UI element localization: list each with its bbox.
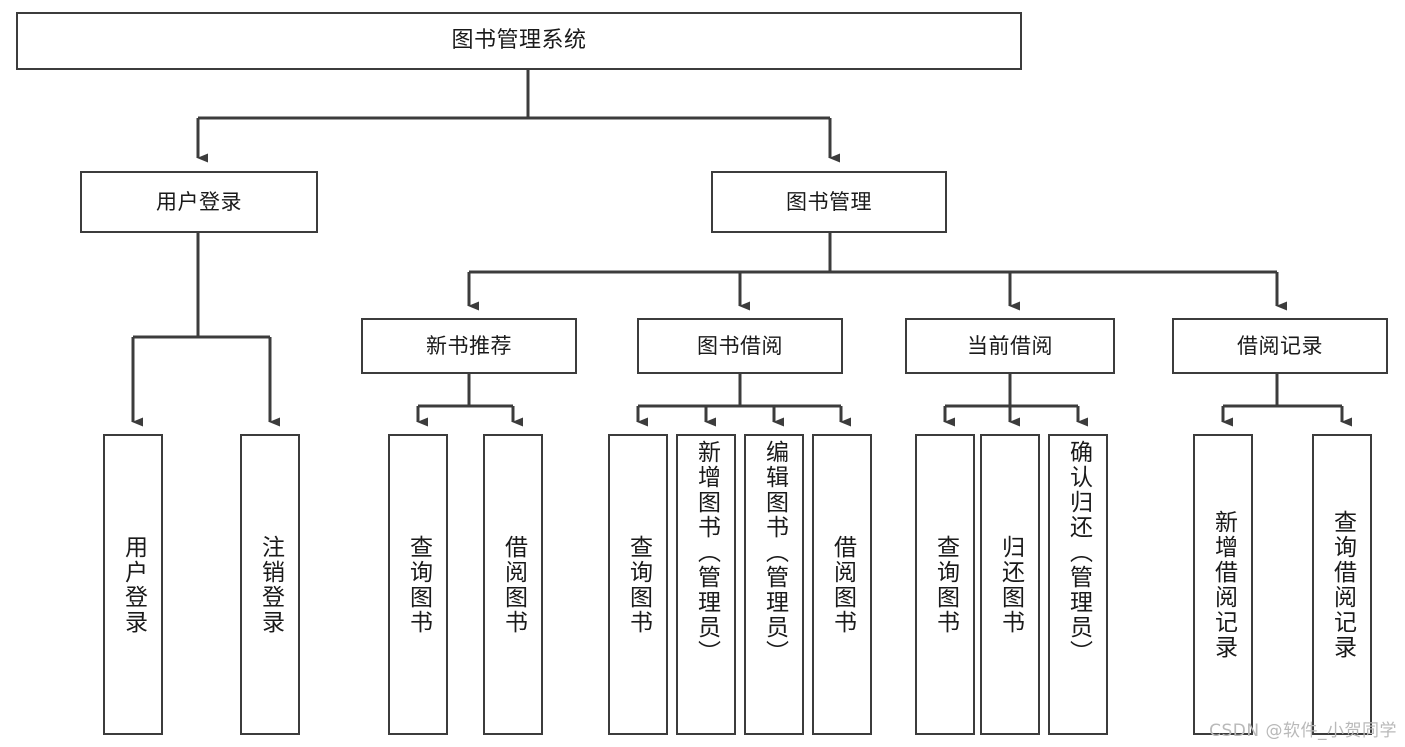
node-label: 借阅记录	[1237, 333, 1323, 358]
leaf-recommend-query-book[interactable]: 查询图书	[388, 434, 448, 735]
leaf-borrow-query-book[interactable]: 查询图书	[608, 434, 668, 735]
leaf-borrow-edit-book-admin[interactable]: 编辑图书（管理员）	[744, 434, 804, 735]
node-label: 图书借阅	[697, 333, 783, 358]
node-root-system[interactable]: 图书管理系统	[16, 12, 1022, 70]
node-label: 当前借阅	[967, 333, 1053, 358]
node-label: 编辑图书（管理员）	[761, 440, 788, 665]
leaf-current-confirm-return-admin[interactable]: 确认归还（管理员）	[1048, 434, 1108, 735]
node-label: 归还图书	[997, 534, 1024, 635]
leaf-record-query-record[interactable]: 查询借阅记录	[1312, 434, 1372, 735]
node-borrow-record[interactable]: 借阅记录	[1172, 318, 1388, 374]
node-label: 查询图书	[625, 534, 652, 635]
node-label: 新书推荐	[426, 333, 512, 358]
node-current-borrow[interactable]: 当前借阅	[905, 318, 1115, 374]
leaf-borrow-borrow-book[interactable]: 借阅图书	[812, 434, 872, 735]
node-label: 图书管理系统	[451, 28, 587, 54]
node-label: 查询借阅记录	[1329, 509, 1356, 660]
node-label: 用户登录	[120, 534, 147, 635]
leaf-record-add-record[interactable]: 新增借阅记录	[1193, 434, 1253, 735]
node-label: 新增图书（管理员）	[693, 440, 720, 665]
watermark-text: CSDN @软件_小贺同学	[1209, 721, 1397, 741]
node-label: 注销登录	[257, 534, 284, 635]
leaf-borrow-add-book-admin[interactable]: 新增图书（管理员）	[676, 434, 736, 735]
leaf-current-return-book[interactable]: 归还图书	[980, 434, 1040, 735]
node-label: 借阅图书	[829, 534, 856, 635]
node-label: 图书管理	[786, 189, 872, 214]
node-label: 借阅图书	[500, 534, 527, 635]
node-label: 确认归还（管理员）	[1065, 440, 1092, 665]
node-book-management[interactable]: 图书管理	[711, 171, 947, 233]
leaf-user-login-logout[interactable]: 注销登录	[240, 434, 300, 735]
node-label: 新增借阅记录	[1210, 509, 1237, 660]
leaf-recommend-borrow-book[interactable]: 借阅图书	[483, 434, 543, 735]
node-label: 用户登录	[156, 189, 242, 214]
node-user-login[interactable]: 用户登录	[80, 171, 318, 233]
node-book-borrow[interactable]: 图书借阅	[637, 318, 843, 374]
node-label: 查询图书	[405, 534, 432, 635]
leaf-current-query-book[interactable]: 查询图书	[915, 434, 975, 735]
node-new-book-recommend[interactable]: 新书推荐	[361, 318, 577, 374]
node-label: 查询图书	[932, 534, 959, 635]
leaf-user-login-login[interactable]: 用户登录	[103, 434, 163, 735]
